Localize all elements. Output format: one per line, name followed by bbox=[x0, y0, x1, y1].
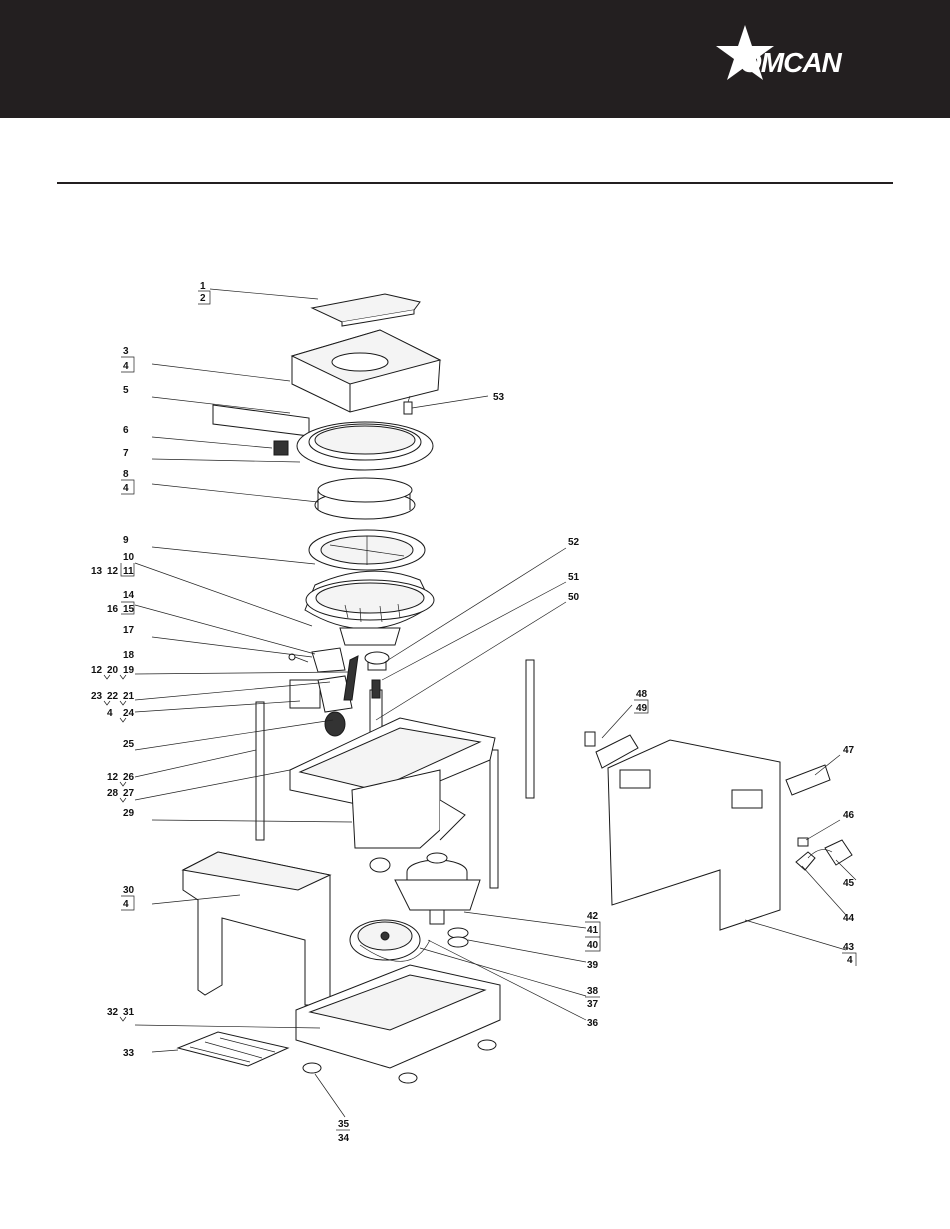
callout-1-2: 1 2 bbox=[198, 281, 210, 304]
callout-number: 19 bbox=[123, 665, 135, 676]
callout-12-26: 12 26 bbox=[107, 772, 135, 786]
callout-45: 45 bbox=[843, 878, 855, 889]
callout-44: 44 bbox=[843, 913, 855, 924]
callout-number: 38 bbox=[587, 986, 599, 997]
callout-6: 6 bbox=[123, 425, 129, 436]
callout-13-12-11: 13 12 11 bbox=[91, 563, 134, 577]
callout-17: 17 bbox=[123, 625, 135, 636]
callout-35-34: 35 34 bbox=[336, 1119, 350, 1144]
callout-46: 46 bbox=[843, 810, 855, 821]
callout-number: 42 bbox=[587, 911, 599, 922]
callout-number: 21 bbox=[123, 691, 135, 702]
callout-number: 34 bbox=[338, 1133, 350, 1144]
callout-number: 22 bbox=[107, 691, 119, 702]
callout-number: 24 bbox=[123, 708, 135, 719]
callout-32-31: 32 31 bbox=[107, 1007, 135, 1021]
callout-38-37: 38 37 bbox=[585, 986, 600, 1010]
callout-number: 4 bbox=[123, 899, 129, 910]
callout-48-49: 48 49 bbox=[634, 689, 648, 714]
callout-14: 14 bbox=[123, 590, 135, 601]
callout-52: 52 bbox=[568, 537, 580, 548]
callout-51: 51 bbox=[568, 572, 580, 583]
callout-number: 1 bbox=[200, 281, 206, 292]
callout-42-41-40: 42 41 40 bbox=[585, 911, 600, 951]
callout-3-4: 3 4 bbox=[121, 346, 134, 372]
callout-39: 39 bbox=[587, 960, 599, 971]
callout-12-20-19: 12 20 19 bbox=[91, 665, 135, 679]
callout-number: 30 bbox=[123, 885, 135, 896]
callout-33: 33 bbox=[123, 1048, 135, 1059]
callout-10: 10 bbox=[123, 552, 135, 563]
callout-number: 37 bbox=[587, 999, 599, 1010]
callout-number: 43 bbox=[843, 942, 855, 953]
callout-8-4: 8 4 bbox=[121, 469, 134, 494]
callout-number: 48 bbox=[636, 689, 648, 700]
callout-number: 26 bbox=[123, 772, 135, 783]
callout-7: 7 bbox=[123, 448, 129, 459]
callout-number: 15 bbox=[123, 604, 135, 615]
callout-29: 29 bbox=[123, 808, 135, 819]
callout-number: 11 bbox=[123, 566, 134, 577]
callout-number: 28 bbox=[107, 788, 119, 799]
callout-number: 16 bbox=[107, 604, 119, 615]
callout-number: 27 bbox=[123, 788, 135, 799]
callout-number: 2 bbox=[200, 293, 206, 304]
callout-number: 3 bbox=[123, 346, 129, 357]
callout-number: 35 bbox=[338, 1119, 350, 1130]
callout-number: 23 bbox=[91, 691, 103, 702]
callout-28-27: 28 27 bbox=[107, 788, 135, 802]
callout-number: 40 bbox=[587, 940, 599, 951]
callout-number: 20 bbox=[107, 665, 119, 676]
callout-36: 36 bbox=[587, 1018, 599, 1029]
callout-number: 13 bbox=[91, 566, 103, 577]
callout-9: 9 bbox=[123, 535, 129, 546]
callout-50: 50 bbox=[568, 592, 580, 603]
callout-43-4: 43 4 bbox=[842, 942, 856, 966]
part-drawings bbox=[178, 294, 852, 1083]
callout-number: 4 bbox=[847, 955, 853, 966]
callout-number: 4 bbox=[123, 483, 129, 494]
callout-30-4: 30 4 bbox=[121, 885, 135, 910]
callout-number: 4 bbox=[123, 361, 129, 372]
callout-number: 4 bbox=[107, 708, 113, 719]
callout-4-24: 4 24 bbox=[107, 708, 135, 722]
callout-18: 18 bbox=[123, 650, 135, 661]
callout-47: 47 bbox=[843, 745, 855, 756]
callout-number: 12 bbox=[91, 665, 103, 676]
callout-number: 12 bbox=[107, 772, 119, 783]
callout-23-22-21: 23 22 21 bbox=[91, 691, 135, 705]
callout-5: 5 bbox=[123, 385, 129, 396]
callout-number: 49 bbox=[636, 703, 648, 714]
callout-25: 25 bbox=[123, 739, 135, 750]
callout-number: 12 bbox=[107, 566, 119, 577]
callout-number: 32 bbox=[107, 1007, 119, 1018]
callout-number: 31 bbox=[123, 1007, 135, 1018]
callout-16-15: 16 15 bbox=[107, 602, 135, 615]
callout-number: 8 bbox=[123, 469, 129, 480]
callout-number: 41 bbox=[587, 925, 599, 936]
callout-53: 53 bbox=[493, 392, 505, 403]
